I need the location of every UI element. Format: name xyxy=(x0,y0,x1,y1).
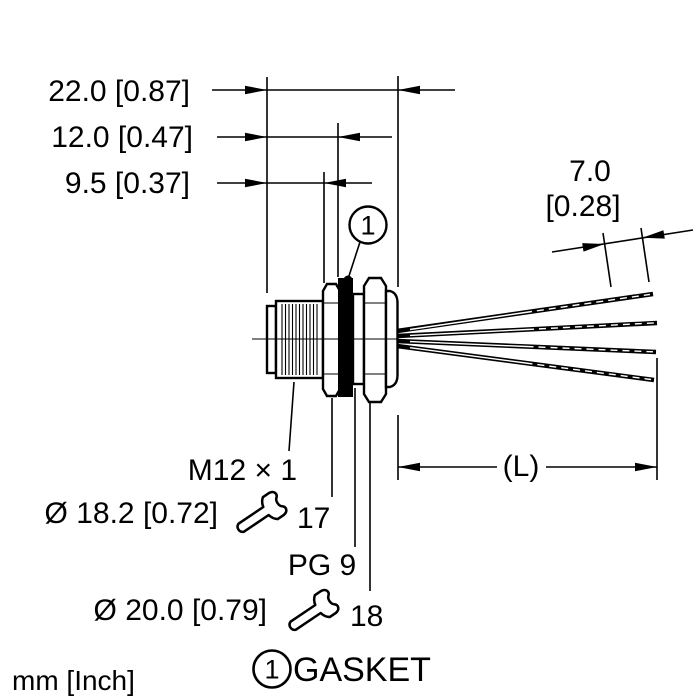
wrench-17-icon xyxy=(236,490,288,534)
gasket-diameter-label: Ø 20.0 [0.79] xyxy=(94,594,267,627)
front-diameter-label: Ø 18.2 [0.72] xyxy=(45,497,218,530)
extension-lines xyxy=(266,76,658,480)
dim-strip-mm-label: 7.0 xyxy=(569,155,611,188)
hex-nut-17 xyxy=(321,282,342,398)
dim-strip-inch-label: [0.28] xyxy=(545,190,620,223)
wires xyxy=(396,291,658,383)
dim-wire-length-label: (L) xyxy=(503,450,540,483)
balloon-1-number: 1 xyxy=(360,211,375,241)
gasket-seal xyxy=(338,278,353,397)
legend-balloon-number: 1 xyxy=(264,655,279,685)
dim-front-length-label: 9.5 [0.37] xyxy=(65,167,190,200)
dimension-22 xyxy=(212,85,455,95)
balloon-1-circle-icon xyxy=(348,205,388,245)
dim-mid-length-label: 12.0 [0.47] xyxy=(51,121,193,154)
hex-nut-18 xyxy=(362,276,388,404)
connector-body xyxy=(252,276,399,404)
callout-leaders xyxy=(288,381,371,591)
dimension-strip-length: 7.0 [0.28] xyxy=(545,155,694,288)
wrench-18-icon xyxy=(288,588,340,632)
wrench-size-front-label: 17 xyxy=(297,502,330,535)
thread-spec-label: M12 × 1 xyxy=(188,454,297,487)
dimension-wire-length: (L) xyxy=(398,450,657,483)
gasket-label: GASKET xyxy=(293,651,431,689)
balloon-1-legend-circle-icon xyxy=(252,649,292,689)
balloon-1-callout: 1 xyxy=(343,205,388,285)
dimension-12 xyxy=(217,132,392,142)
wrench-size-gland-label: 18 xyxy=(350,600,383,633)
units-note: mm [Inch] xyxy=(12,665,135,696)
gland-thread-spec-label: PG 9 xyxy=(288,549,356,582)
dim-overall-length-label: 22.0 [0.87] xyxy=(48,75,190,108)
dimension-9-5 xyxy=(217,178,372,188)
gasket-legend: 1 GASKET xyxy=(252,649,431,689)
